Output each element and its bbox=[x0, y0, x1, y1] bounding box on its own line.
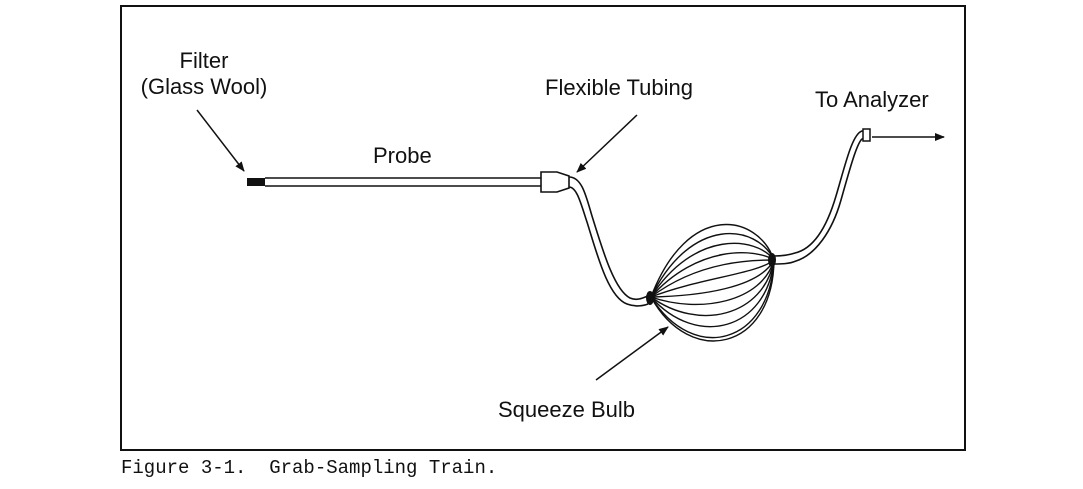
flexible-tubing-left bbox=[568, 176, 649, 307]
probe-label: Probe bbox=[373, 143, 432, 168]
figure-caption: Figure 3-1. Grab-Sampling Train. bbox=[121, 457, 498, 479]
analyzer-outlet bbox=[862, 128, 871, 142]
bulb-right-collar bbox=[768, 253, 776, 267]
squeeze-bulb-pointer-arrow bbox=[595, 326, 669, 381]
filter-sublabel: (Glass Wool) bbox=[141, 74, 268, 99]
bulb-left-collar bbox=[646, 291, 654, 305]
figure-frame bbox=[120, 5, 966, 451]
filter-pointer-arrow bbox=[196, 109, 245, 172]
to-analyzer-label: To Analyzer bbox=[815, 87, 929, 112]
flexible-tubing-label: Flexible Tubing bbox=[545, 75, 693, 100]
filter-plug bbox=[247, 178, 265, 186]
filter-label: Filter bbox=[180, 48, 229, 73]
probe-tube bbox=[265, 177, 541, 187]
squeeze-bulb-label: Squeeze Bulb bbox=[498, 397, 635, 422]
squeeze-bulb bbox=[650, 223, 775, 342]
flexible-tubing-pointer-arrow bbox=[576, 114, 638, 173]
tube-coupling bbox=[540, 171, 570, 193]
flexible-tubing-right bbox=[773, 130, 867, 265]
